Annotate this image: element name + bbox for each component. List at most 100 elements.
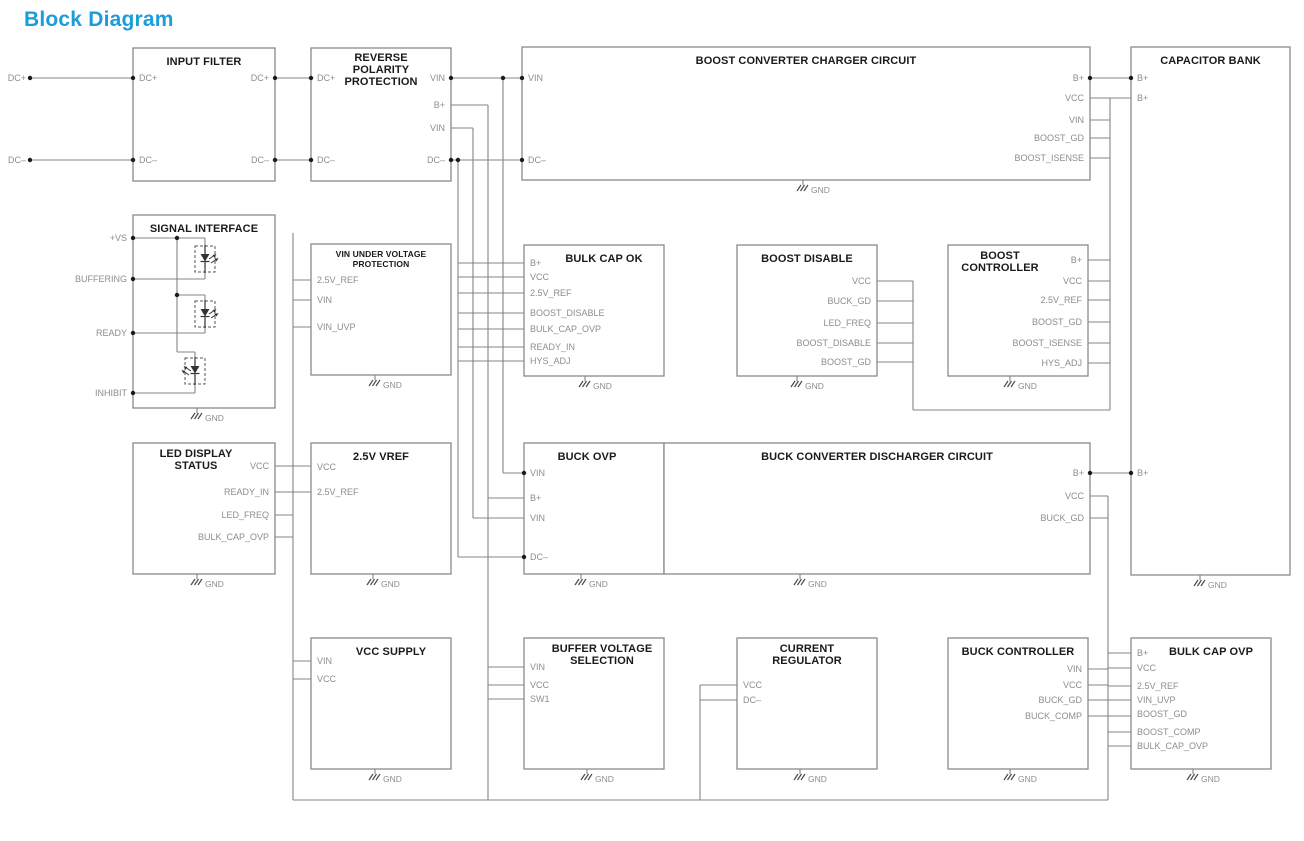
optocoupler-icon xyxy=(181,357,206,385)
pin-label: BOOST_GD xyxy=(821,357,872,367)
pin-label: VIN xyxy=(1069,115,1084,125)
pin-label: SW1 xyxy=(530,694,550,704)
gnd-label: GND xyxy=(381,579,400,589)
block-title: PROTECTION xyxy=(353,259,410,269)
pin-label: BUCK_GD xyxy=(1038,695,1082,705)
block-title: BOOST DISABLE xyxy=(761,253,853,265)
block-outline xyxy=(132,442,276,575)
junction-dot xyxy=(1128,470,1134,476)
block-title: CONTROLLER xyxy=(961,262,1038,274)
gnd-hatch-line xyxy=(194,412,199,420)
pin-label: VIN xyxy=(430,73,445,83)
block-title: CURRENT xyxy=(780,643,835,655)
block-title: STATUS xyxy=(175,460,218,472)
block-outline xyxy=(310,442,452,575)
block-bulk-cap-ok: BULK CAP OKB+VCC2.5V_REFBOOST_DISABLEBUL… xyxy=(523,244,665,391)
block-outline xyxy=(947,244,1089,377)
pin-label: 2.5V_REF xyxy=(317,487,359,497)
pin-label: DC– xyxy=(743,695,761,705)
gnd-label: GND xyxy=(808,579,827,589)
block-title: INPUT FILTER xyxy=(167,56,242,68)
block-boost-disable: BOOST DISABLEVCCBUCK_GDLED_FREQBOOST_DIS… xyxy=(736,244,878,391)
gnd-label: GND xyxy=(593,381,612,391)
gnd-hatch-line xyxy=(794,380,799,388)
gnd-symbol: GND xyxy=(190,574,224,589)
junction-dot xyxy=(1087,75,1093,81)
junction-dot xyxy=(130,235,136,241)
pin-label: B+ xyxy=(1073,468,1084,478)
pin-label: VIN_UVP xyxy=(1137,695,1176,705)
pin-label: VIN xyxy=(430,123,445,133)
external-signal-label: DC+ xyxy=(8,73,26,83)
gnd-hatch-line xyxy=(372,773,377,781)
block-outline xyxy=(523,244,665,377)
gnd-hatch-line xyxy=(800,773,806,781)
block-title: BOOST CONVERTER CHARGER CIRCUIT xyxy=(696,55,917,67)
pin-label: B+ xyxy=(530,493,541,503)
junction-dot xyxy=(519,75,525,81)
gnd-label: GND xyxy=(1018,381,1037,391)
gnd-symbol: GND xyxy=(366,574,400,589)
block-title: VIN UNDER VOLTAGE xyxy=(336,249,427,259)
gnd-symbol: GND xyxy=(368,375,402,390)
block-reverse-polarity-protection: REVERSEPOLARITYPROTECTIONDC+DC–VINB+VIND… xyxy=(310,47,452,182)
gnd-symbol: GND xyxy=(1186,769,1220,784)
block-title: VCC SUPPLY xyxy=(356,646,427,658)
pin-label: VIN xyxy=(317,295,332,305)
junction-dot xyxy=(174,235,180,241)
junction-dot xyxy=(308,157,314,163)
block-outline xyxy=(1130,46,1291,576)
gnd-hatch-line xyxy=(1003,773,1009,781)
pin-label: VCC xyxy=(1137,663,1157,673)
pin-label: BUCK_GD xyxy=(1040,513,1084,523)
gnd-hatch-line xyxy=(800,578,806,586)
pin-label: BOOST_ISENSE xyxy=(1012,338,1082,348)
pin-label: BULK_CAP_OVP xyxy=(198,532,269,542)
gnd-hatch-line xyxy=(800,184,805,192)
gnd-hatch-line xyxy=(581,578,587,586)
gnd-hatch-line xyxy=(797,578,802,586)
gnd-symbol: GND xyxy=(1193,575,1227,590)
external-signal-label: INHIBIT xyxy=(95,388,128,398)
block-buck-converter-discharger-circuit: BUCK CONVERTER DISCHARGER CIRCUITB+VCCBU… xyxy=(663,442,1091,589)
gnd-symbol: GND xyxy=(368,769,402,784)
gnd-symbol: GND xyxy=(793,769,827,784)
light-arrow-head xyxy=(212,309,217,313)
gnd-hatch-line xyxy=(197,578,203,586)
gnd-hatch-line xyxy=(790,380,796,388)
block-title: BUCK CONVERTER DISCHARGER CIRCUIT xyxy=(761,451,993,463)
pin-label: BULK_CAP_OVP xyxy=(530,324,601,334)
external-signal-label: DC– xyxy=(8,155,26,165)
block-bulk-cap-ovp: BULK CAP OVPB+VCC2.5V_REFVIN_UVPBOOST_GD… xyxy=(1130,637,1272,784)
led-triangle xyxy=(200,254,210,262)
gnd-hatch-line xyxy=(375,773,381,781)
pin-label: DC– xyxy=(251,155,269,165)
block-title: POLARITY xyxy=(353,64,410,76)
gnd-label: GND xyxy=(383,774,402,784)
block-title: BUCK OVP xyxy=(558,451,617,463)
pin-label: DC+ xyxy=(139,73,157,83)
gnd-hatch-line xyxy=(574,578,580,586)
pin-label: B+ xyxy=(530,258,541,268)
block-title: BUCK CONTROLLER xyxy=(962,646,1075,658)
pin-label: BOOST_DISABLE xyxy=(530,308,605,318)
junction-dot xyxy=(448,75,454,81)
pin-label: BOOST_COMP xyxy=(1137,727,1201,737)
block-outline xyxy=(523,637,665,770)
gnd-hatch-line xyxy=(584,773,589,781)
gnd-hatch-line xyxy=(793,578,799,586)
external-signal-label: BUFFERING xyxy=(75,274,127,284)
pin-label: 2.5V_REF xyxy=(1137,681,1179,691)
gnd-hatch-line xyxy=(194,578,199,586)
gnd-hatch-line xyxy=(587,773,593,781)
pin-label: DC– xyxy=(528,155,546,165)
pin-label: BULK_CAP_OVP xyxy=(1137,741,1208,751)
gnd-hatch-line xyxy=(582,380,587,388)
pin-label: VCC xyxy=(317,462,337,472)
